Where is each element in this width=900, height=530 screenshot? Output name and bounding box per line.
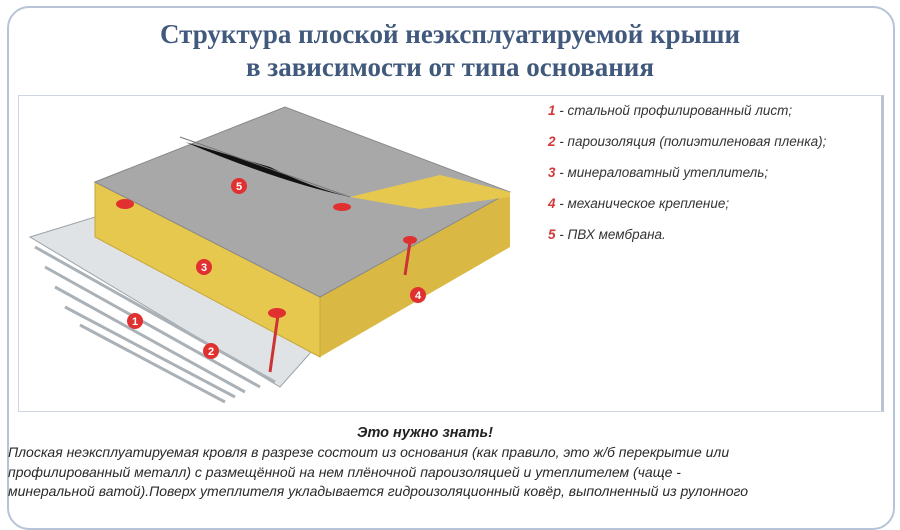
marker-4-label: 4 <box>415 290 422 302</box>
legend-text: - ПВХ мембрана. <box>555 227 666 242</box>
roof-structure-diagram: 1 2 3 4 5 <box>28 106 512 404</box>
marker-4 <box>410 287 426 303</box>
note-line: минеральной ватой).Поверх утеплителя укл… <box>8 483 749 499</box>
legend-num: 1 <box>548 103 556 118</box>
legend-item-4: 4 - механическое крепление; <box>548 195 826 226</box>
legend-item-5: 5 - ПВХ мембрана. <box>548 226 826 257</box>
note-line: Плоская неэксплуатируемая кровля в разре… <box>8 444 730 460</box>
page-title-line2: в зависимости от типа основания <box>246 52 654 82</box>
pvc-membrane <box>93 106 512 298</box>
legend-text: - механическое крепление; <box>555 196 730 211</box>
legend-item-3: 3 - минераловатный утеплитель; <box>548 164 826 195</box>
legend-item-2: 2 - пароизоляция (полиэтиленовая пленка)… <box>548 133 826 164</box>
marker-5 <box>231 178 247 194</box>
steel-deck <box>28 216 321 404</box>
legend-num: 4 <box>548 196 556 211</box>
legend-text: - стальной профилированный лист; <box>555 103 793 118</box>
legend-text: - пароизоляция (полиэтиленовая пленка); <box>555 134 827 149</box>
fasteners <box>116 199 417 373</box>
marker-2-label: 2 <box>208 346 214 358</box>
legend-num: 2 <box>548 134 556 149</box>
note-heading: Это нужно знать! <box>357 425 493 441</box>
diagram-panel <box>18 95 884 412</box>
marker-1 <box>127 313 143 329</box>
marker-5-label: 5 <box>236 181 242 193</box>
legend-item-1: 1 - стальной профилированный лист; <box>548 102 826 133</box>
legend-num: 5 <box>548 227 556 242</box>
legend-num: 3 <box>548 165 556 180</box>
page-title-line1: Структура плоской неэксплуатируемой крыш… <box>159 19 741 49</box>
legend: 1 - стальной профилированный лист; 2 - п… <box>548 102 826 257</box>
marker-3-label: 3 <box>201 262 207 274</box>
note-paragraph: Плоская неэксплуатируемая кровля в разре… <box>8 443 888 502</box>
legend-text: - минераловатный утеплитель; <box>555 165 769 180</box>
marker-2 <box>203 343 219 359</box>
note-line: профилированный металл) с размещённой на… <box>8 463 681 480</box>
marker-3 <box>196 259 212 275</box>
marker-1-label: 1 <box>132 316 138 328</box>
